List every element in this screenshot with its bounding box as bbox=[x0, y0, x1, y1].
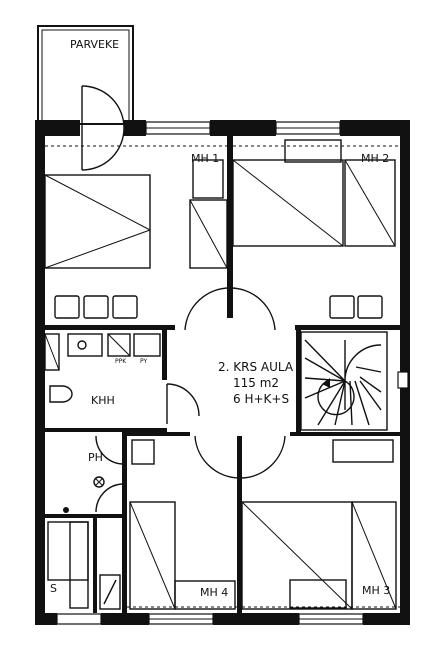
sauna: S bbox=[47, 521, 121, 610]
room-label-sauna: S bbox=[50, 582, 57, 595]
room-label-khh: KHH bbox=[91, 394, 115, 407]
room-label-mh4: MH 4 bbox=[200, 586, 228, 599]
room-label-mh1: MH 1 bbox=[191, 152, 219, 165]
room-label-ph: PH bbox=[88, 451, 103, 464]
washroom: PH bbox=[63, 435, 123, 513]
hall-label-title: 2. KRS AULA bbox=[218, 360, 294, 374]
hall-label-area: 115 m2 bbox=[233, 376, 279, 390]
bedroom-1: MH 1 bbox=[44, 145, 228, 319]
staircase bbox=[300, 331, 388, 431]
room-label-mh3: MH 3 bbox=[362, 584, 390, 597]
bedroom-3: MH 3 bbox=[241, 439, 400, 610]
exterior-walls bbox=[35, 120, 410, 625]
bedroom-2: MH 2 bbox=[232, 139, 400, 319]
room-label-mh2: MH 2 bbox=[361, 152, 389, 165]
interior-walls bbox=[45, 136, 400, 613]
balcony bbox=[37, 25, 134, 125]
dryer-label: PPK bbox=[115, 358, 127, 365]
washer-label: PY bbox=[140, 358, 147, 365]
bedroom-4: MH 4 bbox=[127, 439, 237, 610]
balcony-door: PARVEKE bbox=[70, 38, 125, 171]
hall-label-rooms: 6 H+K+S bbox=[233, 392, 289, 406]
hall: 2. KRS AULA 115 m2 6 H+K+S bbox=[166, 287, 294, 479]
room-label-balcony: PARVEKE bbox=[70, 38, 119, 51]
utility-room: PPK PY KHH bbox=[44, 333, 161, 407]
